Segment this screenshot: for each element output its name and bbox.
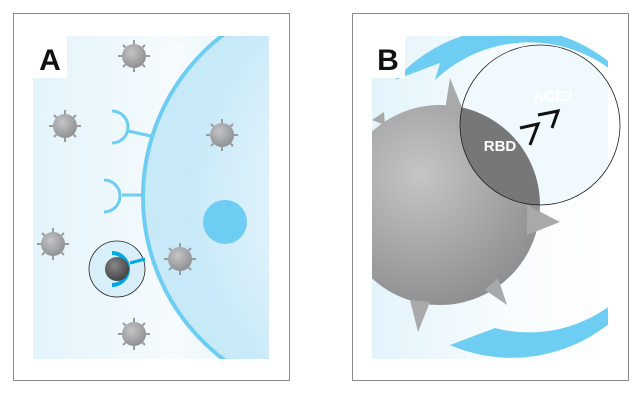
label-box [372, 36, 405, 78]
cell-nucleus [203, 200, 247, 244]
panel-a: A [13, 13, 290, 381]
bound-virus-highlight [88, 240, 146, 298]
cell-membrane [141, 36, 269, 359]
ace2-receptor-arc [395, 36, 608, 358]
receptor [111, 109, 152, 145]
ace2-label: ACE2 [533, 88, 573, 105]
panel-b-label: B [377, 44, 399, 77]
panel-a-label: A [39, 44, 61, 77]
ace2-binding-site-icon [537, 109, 561, 129]
label-box [33, 36, 67, 78]
receptor [103, 178, 144, 214]
rbd-binding-site-icon [519, 121, 541, 146]
panel-b: ACE2 RBD B [352, 13, 629, 381]
magnify-circle [459, 44, 621, 206]
rbd-label: RBD [484, 138, 517, 155]
